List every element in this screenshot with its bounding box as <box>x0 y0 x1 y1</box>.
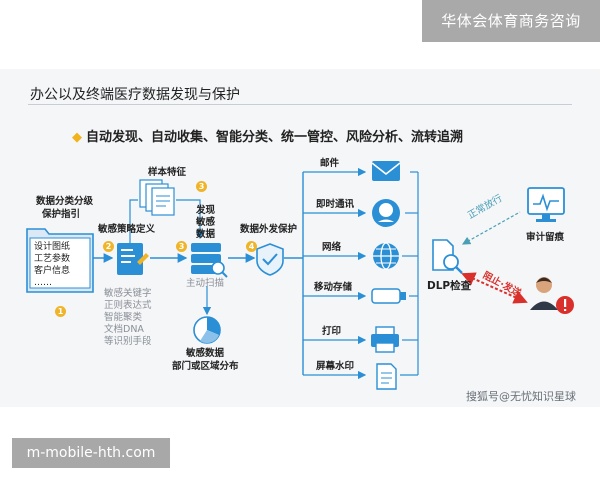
shield-icon <box>256 243 284 276</box>
distribution-label-line1: 敏感数据 <box>186 348 225 359</box>
domain-banner: m-mobile-hth.com <box>12 438 170 468</box>
dlp-label: DLP检查 <box>427 280 472 292</box>
step-3-badge-top: 3 <box>196 181 207 192</box>
audit-monitor-icon <box>527 187 565 222</box>
policy-label: 敏感策略定义 <box>98 224 156 235</box>
doc-item: 工艺参数 <box>34 254 71 264</box>
discover-line: 敏感 <box>196 217 216 228</box>
allow-arrow <box>461 211 521 245</box>
printer-icon <box>371 326 399 353</box>
globe-icon <box>373 242 399 270</box>
chat-icon <box>372 199 400 227</box>
distribution-label-line2: 部门或区域分布 <box>172 361 239 372</box>
doc-item: …… <box>34 278 52 288</box>
pie-chart-icon <box>193 316 221 344</box>
doc-item: 设计图纸 <box>34 242 71 252</box>
sample-docs-icon <box>139 179 175 216</box>
channel-label-mail: 邮件 <box>320 158 340 169</box>
usb-drive-icon <box>371 288 406 304</box>
database-scan-icon <box>191 243 228 278</box>
means-item: 正则表达式 <box>104 300 152 311</box>
blocked-user-icon <box>530 277 574 314</box>
means-item: 文档DNA <box>104 324 144 335</box>
means-item: 敏感关键字 <box>104 288 152 299</box>
document-icon <box>376 363 397 390</box>
line-policy-sample <box>129 199 138 243</box>
sample-label: 样本特征 <box>148 167 187 178</box>
diagram-panel <box>0 69 600 407</box>
channel-label-im: 即时通讯 <box>316 199 355 210</box>
source-watermark: 搜狐号@无忧知识星球 <box>466 390 576 403</box>
discover-label: 发现 敏感 数据 <box>196 205 215 241</box>
discover-line: 发现 <box>196 205 216 216</box>
guide-label-line2: 保护指引 <box>42 209 81 220</box>
outbound-label: 数据外发保护 <box>240 224 298 235</box>
guide-label-line1: 数据分类分级 <box>36 196 94 207</box>
folder-icon <box>26 228 94 293</box>
step-3-badge: 3 <box>176 241 187 252</box>
subtitle-text: 自动发现、自动收集、智能分类、统一管控、风险分析、流转追溯 <box>86 130 464 145</box>
dlp-check-icon <box>432 239 463 274</box>
diagram-subtitle: ◆ 自动发现、自动收集、智能分类、统一管控、风险分析、流转追溯 <box>72 126 463 145</box>
mail-icon <box>371 161 401 181</box>
discover-line: 数据 <box>196 229 216 240</box>
means-item: 等识别手段 <box>104 336 152 347</box>
diamond-bullet-icon: ◆ <box>72 130 82 145</box>
step-1-badge: 1 <box>55 306 66 317</box>
scan-label: 主动扫描 <box>186 278 225 289</box>
step-2-badge: 2 <box>103 241 114 252</box>
detection-means-list: 敏感关键字 正则表达式 智能聚类 文档DNA 等识别手段 <box>104 288 152 348</box>
block-arrow <box>461 272 528 304</box>
channel-label-watermark: 屏幕水印 <box>316 361 355 372</box>
policy-doc-icon <box>117 243 149 275</box>
step-4-badge: 4 <box>246 241 257 252</box>
diagram-title: 办公以及终端医疗数据发现与保护 <box>30 87 240 103</box>
arrow-sample-scan <box>176 199 205 240</box>
channel-label-network: 网络 <box>322 242 342 253</box>
audit-label: 审计留痕 <box>526 232 565 243</box>
brand-banner: 华体会体育商务咨询 <box>422 0 600 42</box>
channel-label-print: 打印 <box>322 326 342 337</box>
sensitive-doc-list: 设计图纸 工艺参数 客户信息 …… <box>34 241 88 289</box>
means-item: 智能聚类 <box>104 312 143 323</box>
channel-label-usb: 移动存储 <box>314 282 353 293</box>
doc-item: 客户信息 <box>34 266 71 276</box>
title-divider <box>28 104 572 105</box>
